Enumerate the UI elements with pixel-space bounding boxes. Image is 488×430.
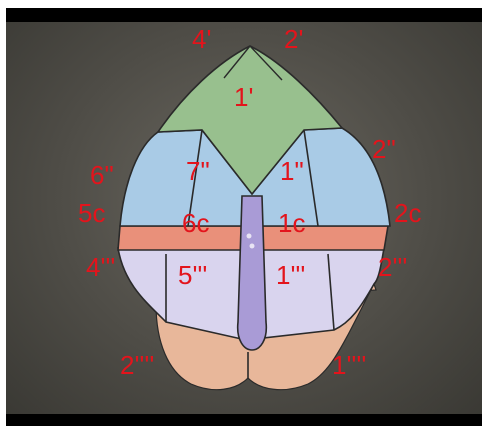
- label-cingular-left-inner: 6c: [182, 208, 209, 238]
- label-precingular-left-outer: 6": [90, 160, 114, 190]
- label-precingular-right-outer: 2": [372, 134, 396, 164]
- dinoflagellate-plate-diagram: 4' 2' 1' 6" 7" 1" 2" 5c 6c 1c 2c 4''' 5'…: [6, 22, 482, 414]
- flagellar-pore-lower: [250, 244, 255, 249]
- label-cingular-left-outer: 5c: [78, 198, 105, 228]
- label-cingular-right-inner: 1c: [278, 208, 305, 238]
- diagram-scene: 4' 2' 1' 6" 7" 1" 2" 5c 6c 1c 2c 4''' 5'…: [6, 22, 482, 414]
- flagellar-pore-upper: [247, 234, 252, 239]
- label-apical-left: 4': [192, 24, 211, 54]
- label-postcingular-left-outer: 4''': [86, 252, 115, 282]
- label-apical-right: 2': [284, 24, 303, 54]
- label-precingular-right-inner: 1": [280, 156, 304, 186]
- label-antapical-right: 1'''': [332, 350, 366, 380]
- sulcus: [238, 196, 267, 350]
- label-postcingular-right-outer: 2''': [378, 252, 407, 282]
- label-cingular-right-outer: 2c: [394, 198, 421, 228]
- video-frame: 4' 2' 1' 6" 7" 1" 2" 5c 6c 1c 2c 4''' 5'…: [6, 8, 482, 426]
- label-postcingular-left-inner: 5''': [178, 260, 207, 290]
- label-precingular-left-inner: 7": [186, 156, 210, 186]
- label-antapical-left: 2'''': [120, 350, 154, 380]
- label-apical-center: 1': [234, 82, 253, 112]
- label-postcingular-right-inner: 1''': [276, 260, 305, 290]
